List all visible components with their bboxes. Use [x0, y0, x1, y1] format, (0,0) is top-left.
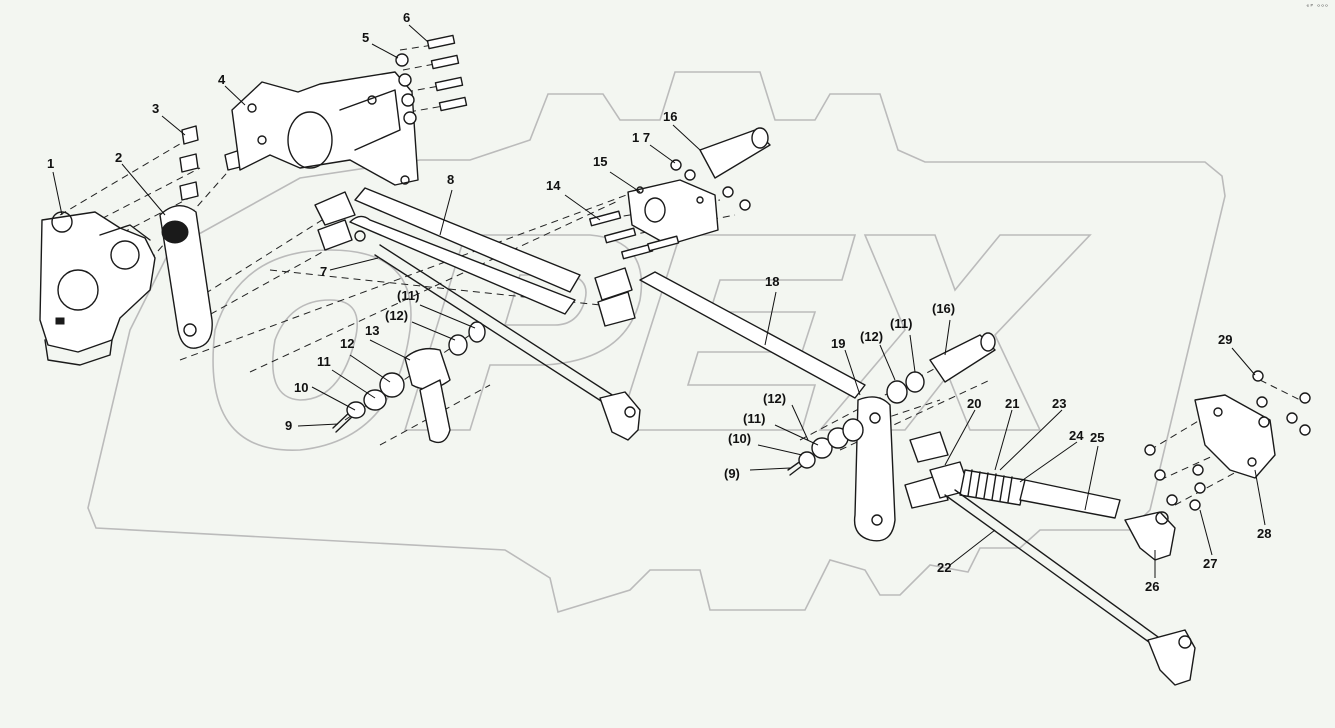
callout-25: 25 [1090, 430, 1104, 445]
callout-6: 6 [403, 10, 410, 25]
tie-rod-18 [639, 271, 866, 399]
callout-15: 15 [593, 154, 607, 169]
callout-14: 14 [546, 178, 561, 193]
callout-12-paren-c: (12) [763, 391, 786, 406]
callout-10-paren: (10) [728, 431, 751, 446]
callout-21: 21 [1005, 396, 1019, 411]
callout-12: 12 [340, 336, 354, 351]
callout-27: 27 [1203, 556, 1217, 571]
watermark-gear [87, 71, 1226, 614]
callout-18: 18 [765, 274, 779, 289]
callout-28: 28 [1257, 526, 1271, 541]
callout-20: 20 [967, 396, 981, 411]
callout-12-paren: (12) [385, 308, 408, 323]
bushing-set-left [332, 321, 486, 444]
bushing-set-right [787, 418, 864, 476]
pitman-arm [159, 205, 213, 349]
callout-17: 1 7 [632, 130, 650, 145]
corner-mark: ᵉᴾ ᵒᵒᵒ [1306, 3, 1329, 11]
callout-7: 7 [320, 264, 327, 279]
callout-19: 19 [831, 336, 845, 351]
right-bracket [1144, 370, 1311, 511]
nuts-and-bolts-5-6 [395, 34, 468, 125]
callout-2: 2 [115, 150, 122, 165]
drag-link [314, 187, 636, 327]
callout-11-paren-c: (11) [743, 411, 765, 426]
callout-1: 1 [47, 156, 54, 171]
upper-bracket-group [589, 127, 771, 260]
link-rod [374, 244, 641, 441]
callout-22: 22 [937, 560, 951, 575]
callout-11-paren: (11) [397, 288, 419, 303]
callout-23: 23 [1052, 396, 1066, 411]
callout-5: 5 [362, 30, 369, 45]
relay-arm-19 [853, 332, 996, 542]
callout-13: 13 [365, 323, 379, 338]
callout-9-paren: (9) [724, 466, 740, 481]
callout-24: 24 [1069, 428, 1084, 443]
adjustable-rod [904, 431, 1196, 686]
callout-26: 26 [1145, 579, 1159, 594]
callout-labels: 1 2 3 4 5 6 7 8 9 10 11 12 13 (11) (12) … [47, 10, 1271, 594]
callout-29: 29 [1218, 332, 1232, 347]
steering-gear-box [39, 211, 156, 366]
bracket [231, 71, 419, 186]
callout-16: 16 [663, 109, 677, 124]
callout-4: 4 [218, 72, 226, 87]
callout-12-paren-b: (12) [860, 329, 883, 344]
callout-8: 8 [447, 172, 454, 187]
callout-16-paren: (16) [932, 301, 955, 316]
callout-11-paren-b: (11) [890, 316, 912, 331]
callout-9: 9 [285, 418, 292, 433]
leader-lines [52, 24, 1266, 578]
bolts-3 [179, 125, 245, 201]
callout-10: 10 [294, 380, 308, 395]
callout-11: 11 [317, 354, 331, 369]
callout-3: 3 [152, 101, 159, 116]
